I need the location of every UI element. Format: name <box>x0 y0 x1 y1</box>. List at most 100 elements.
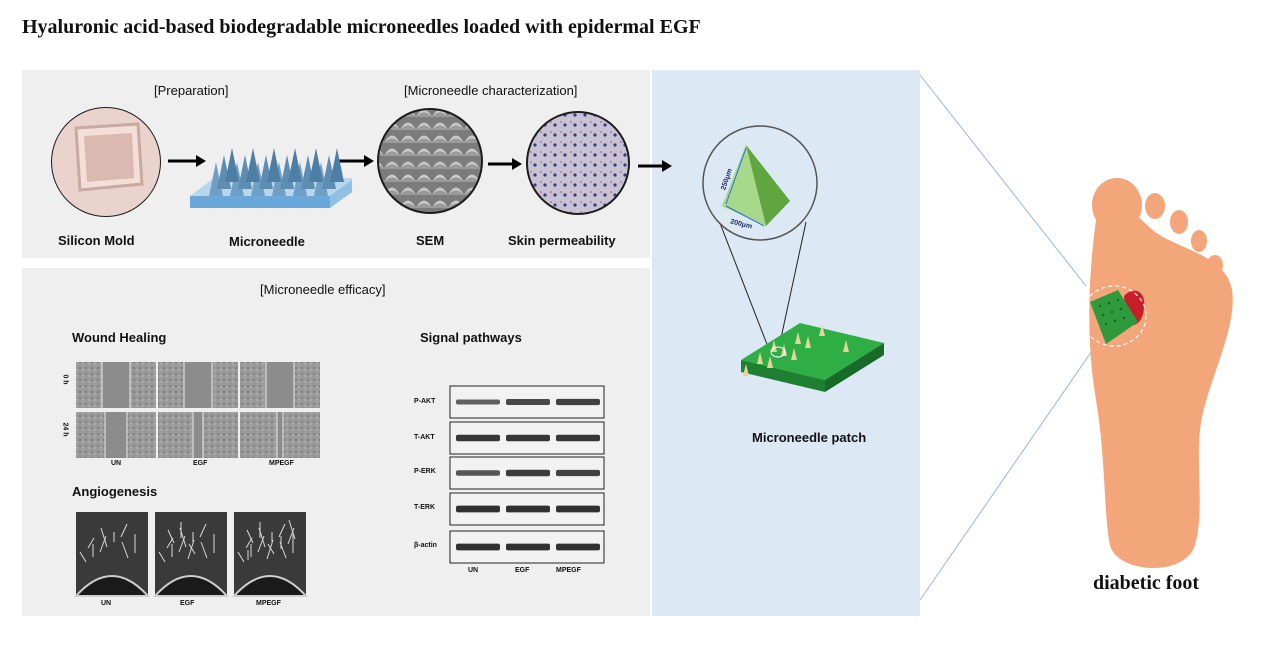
microneedle-array-image <box>190 148 352 208</box>
blot-band <box>456 543 500 551</box>
foot-patch-dot <box>1098 304 1102 308</box>
blot-band <box>556 543 600 551</box>
angio-sprout <box>79 551 87 563</box>
blot-group-un: UN <box>468 567 479 574</box>
signal-pathways-title: Signal pathways <box>420 330 522 345</box>
angio-sprout <box>188 543 196 555</box>
blot-band <box>456 505 500 513</box>
microneedle-cone <box>267 148 281 182</box>
western-blot <box>449 385 605 564</box>
microneedle-label: Microneedle <box>229 234 305 249</box>
foot-patch-dot <box>1104 322 1108 326</box>
blot-band <box>506 543 550 551</box>
wound-group-egf: EGF <box>193 460 208 467</box>
microneedle-patch-label: Microneedle patch <box>752 430 867 445</box>
angiogenesis-images <box>73 512 309 597</box>
microneedle-cone <box>288 148 302 182</box>
skin-permeability-label: Skin permeability <box>508 233 616 248</box>
wound-gap <box>184 362 212 408</box>
patch-needle <box>791 348 797 360</box>
blot-band <box>456 434 500 442</box>
foot-patch-dot <box>1110 310 1114 314</box>
angio-bead <box>231 575 309 597</box>
blot-band <box>506 434 550 442</box>
patch-needle <box>819 324 825 336</box>
diabetic-foot-label: diabetic foot <box>1093 572 1200 594</box>
foot-patch-dot <box>1122 316 1126 320</box>
wound-gap <box>266 362 294 408</box>
blot-label-beta-actin: β-actin <box>414 542 437 549</box>
patch-needle <box>743 364 749 376</box>
angio-sprout <box>121 541 129 559</box>
blot-label-p-erk: P-ERK <box>414 468 436 475</box>
time-label-24h: 24 h <box>61 422 69 437</box>
arrow-mold-to-needle <box>168 155 206 167</box>
blot-band <box>556 434 600 442</box>
wound-gap <box>193 412 203 458</box>
efficacy-header: [Microneedle efficacy] <box>260 282 386 297</box>
angio-sprout <box>87 537 95 549</box>
blot-band <box>456 470 500 476</box>
wound-group-mpegf: MPEGF <box>269 460 294 467</box>
wound-gap <box>102 362 130 408</box>
patch-needle <box>843 340 849 352</box>
silicon-mold-label: Silicon Mold <box>58 233 135 248</box>
angio-sprout <box>100 527 108 548</box>
blot-band <box>556 505 600 513</box>
angio-sprout <box>158 551 166 563</box>
blot-label-p-akt: P-AKT <box>414 398 436 405</box>
arrow-sem-to-skin <box>488 158 522 170</box>
foot-patch-dot <box>1101 313 1105 317</box>
angio-sprout <box>99 535 107 553</box>
angio-sprout <box>246 529 254 544</box>
blot-group-egf: EGF <box>515 567 530 574</box>
wound-gap <box>277 412 283 458</box>
angio-bead <box>152 575 230 597</box>
patch-needle <box>767 356 773 368</box>
wound-gap <box>105 412 127 458</box>
angio-sprout <box>187 539 195 560</box>
wound-group-un: UN <box>111 460 122 467</box>
foot-patch-dot <box>1107 301 1111 305</box>
sem-label: SEM <box>416 233 445 248</box>
blot-band <box>556 398 600 406</box>
blot-label-t-akt: T-AKT <box>414 434 435 441</box>
preparation-header: [Preparation] <box>154 83 229 98</box>
wound-healing-images <box>76 362 320 458</box>
angio-bead <box>73 575 151 597</box>
angio-sprout <box>167 529 175 544</box>
angio-group-egf: EGF <box>180 600 195 607</box>
angio-sprout <box>178 535 186 553</box>
angio-sprout <box>288 519 296 540</box>
angio-sprout <box>120 523 128 538</box>
angio-group-mpegf: MPEGF <box>256 600 281 607</box>
angio-sprout <box>266 539 274 560</box>
blot-band <box>456 399 500 405</box>
skin-permeability-image <box>526 111 630 215</box>
sem-image <box>377 108 483 214</box>
angio-sprout <box>278 523 286 538</box>
diabetic-foot <box>919 74 1233 601</box>
characterization-header: [Microneedle characterization] <box>404 83 578 98</box>
blot-band <box>556 469 600 477</box>
microneedle-cone <box>225 148 239 182</box>
time-label-0h: 0 h <box>61 374 69 385</box>
angio-sprout <box>237 551 245 563</box>
figure-title: Hyaluronic acid-based biodegradable micr… <box>22 16 701 38</box>
silicon-mold-image <box>51 107 161 217</box>
angio-sprout <box>199 523 207 538</box>
zoom-lines <box>717 217 807 353</box>
angio-sprout <box>257 535 265 553</box>
microneedle-cone <box>330 148 344 182</box>
blot-band <box>506 505 550 513</box>
angio-sprout <box>200 541 208 559</box>
blot-band <box>506 469 550 477</box>
blot-label-t-erk: T-ERK <box>414 504 435 511</box>
microneedle-cone <box>246 148 260 182</box>
foot-patch-dot <box>1113 319 1117 323</box>
blot-band <box>506 399 550 405</box>
microneedle-cone <box>309 148 323 182</box>
angio-sprout <box>267 543 275 555</box>
foot-patch-dot <box>1119 307 1123 311</box>
